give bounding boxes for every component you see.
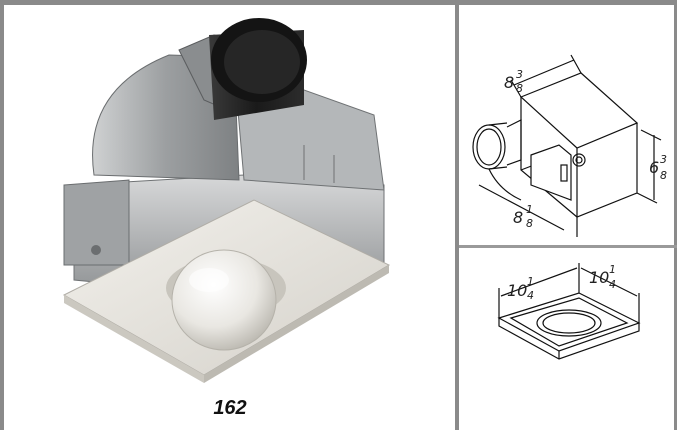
svg-text:1: 1 (527, 275, 534, 288)
svg-text:8: 8 (660, 169, 667, 182)
svg-text:8: 8 (526, 217, 533, 230)
column-divider (455, 0, 459, 430)
dim-housing-width: 8 1 8 (513, 203, 533, 230)
heat-lamp-bulb (171, 249, 277, 351)
svg-text:4: 4 (527, 289, 534, 302)
svg-text:10: 10 (507, 281, 527, 300)
svg-text:8: 8 (513, 208, 523, 227)
svg-text:1: 1 (526, 203, 533, 216)
grille-dimension-drawing: 10 1 4 10 1 4 (497, 263, 641, 360)
duct-collar (209, 18, 307, 120)
dim-housing-height: 6 3 8 (649, 153, 667, 182)
svg-text:3: 3 (516, 68, 523, 81)
svg-text:10: 10 (589, 268, 609, 287)
housing-dimension-drawing: 8 3 8 6 3 8 8 1 8 (472, 54, 667, 237)
dim-grille-width: 10 1 4 (507, 275, 534, 302)
dim-grille-depth: 10 1 4 (589, 263, 616, 291)
svg-text:8: 8 (504, 73, 514, 92)
frame-border-left (0, 0, 4, 430)
model-number: 162 (213, 397, 247, 419)
product-photo (62, 18, 391, 383)
svg-text:1: 1 (609, 263, 616, 276)
svg-text:4: 4 (609, 278, 616, 291)
dim-housing-length: 8 3 8 (504, 68, 523, 95)
svg-text:8: 8 (516, 82, 523, 95)
svg-text:3: 3 (660, 153, 667, 166)
frame-border-top (0, 0, 677, 5)
diagram-divider (459, 245, 677, 248)
svg-text:6: 6 (649, 158, 659, 177)
frame-border-right (674, 0, 677, 430)
